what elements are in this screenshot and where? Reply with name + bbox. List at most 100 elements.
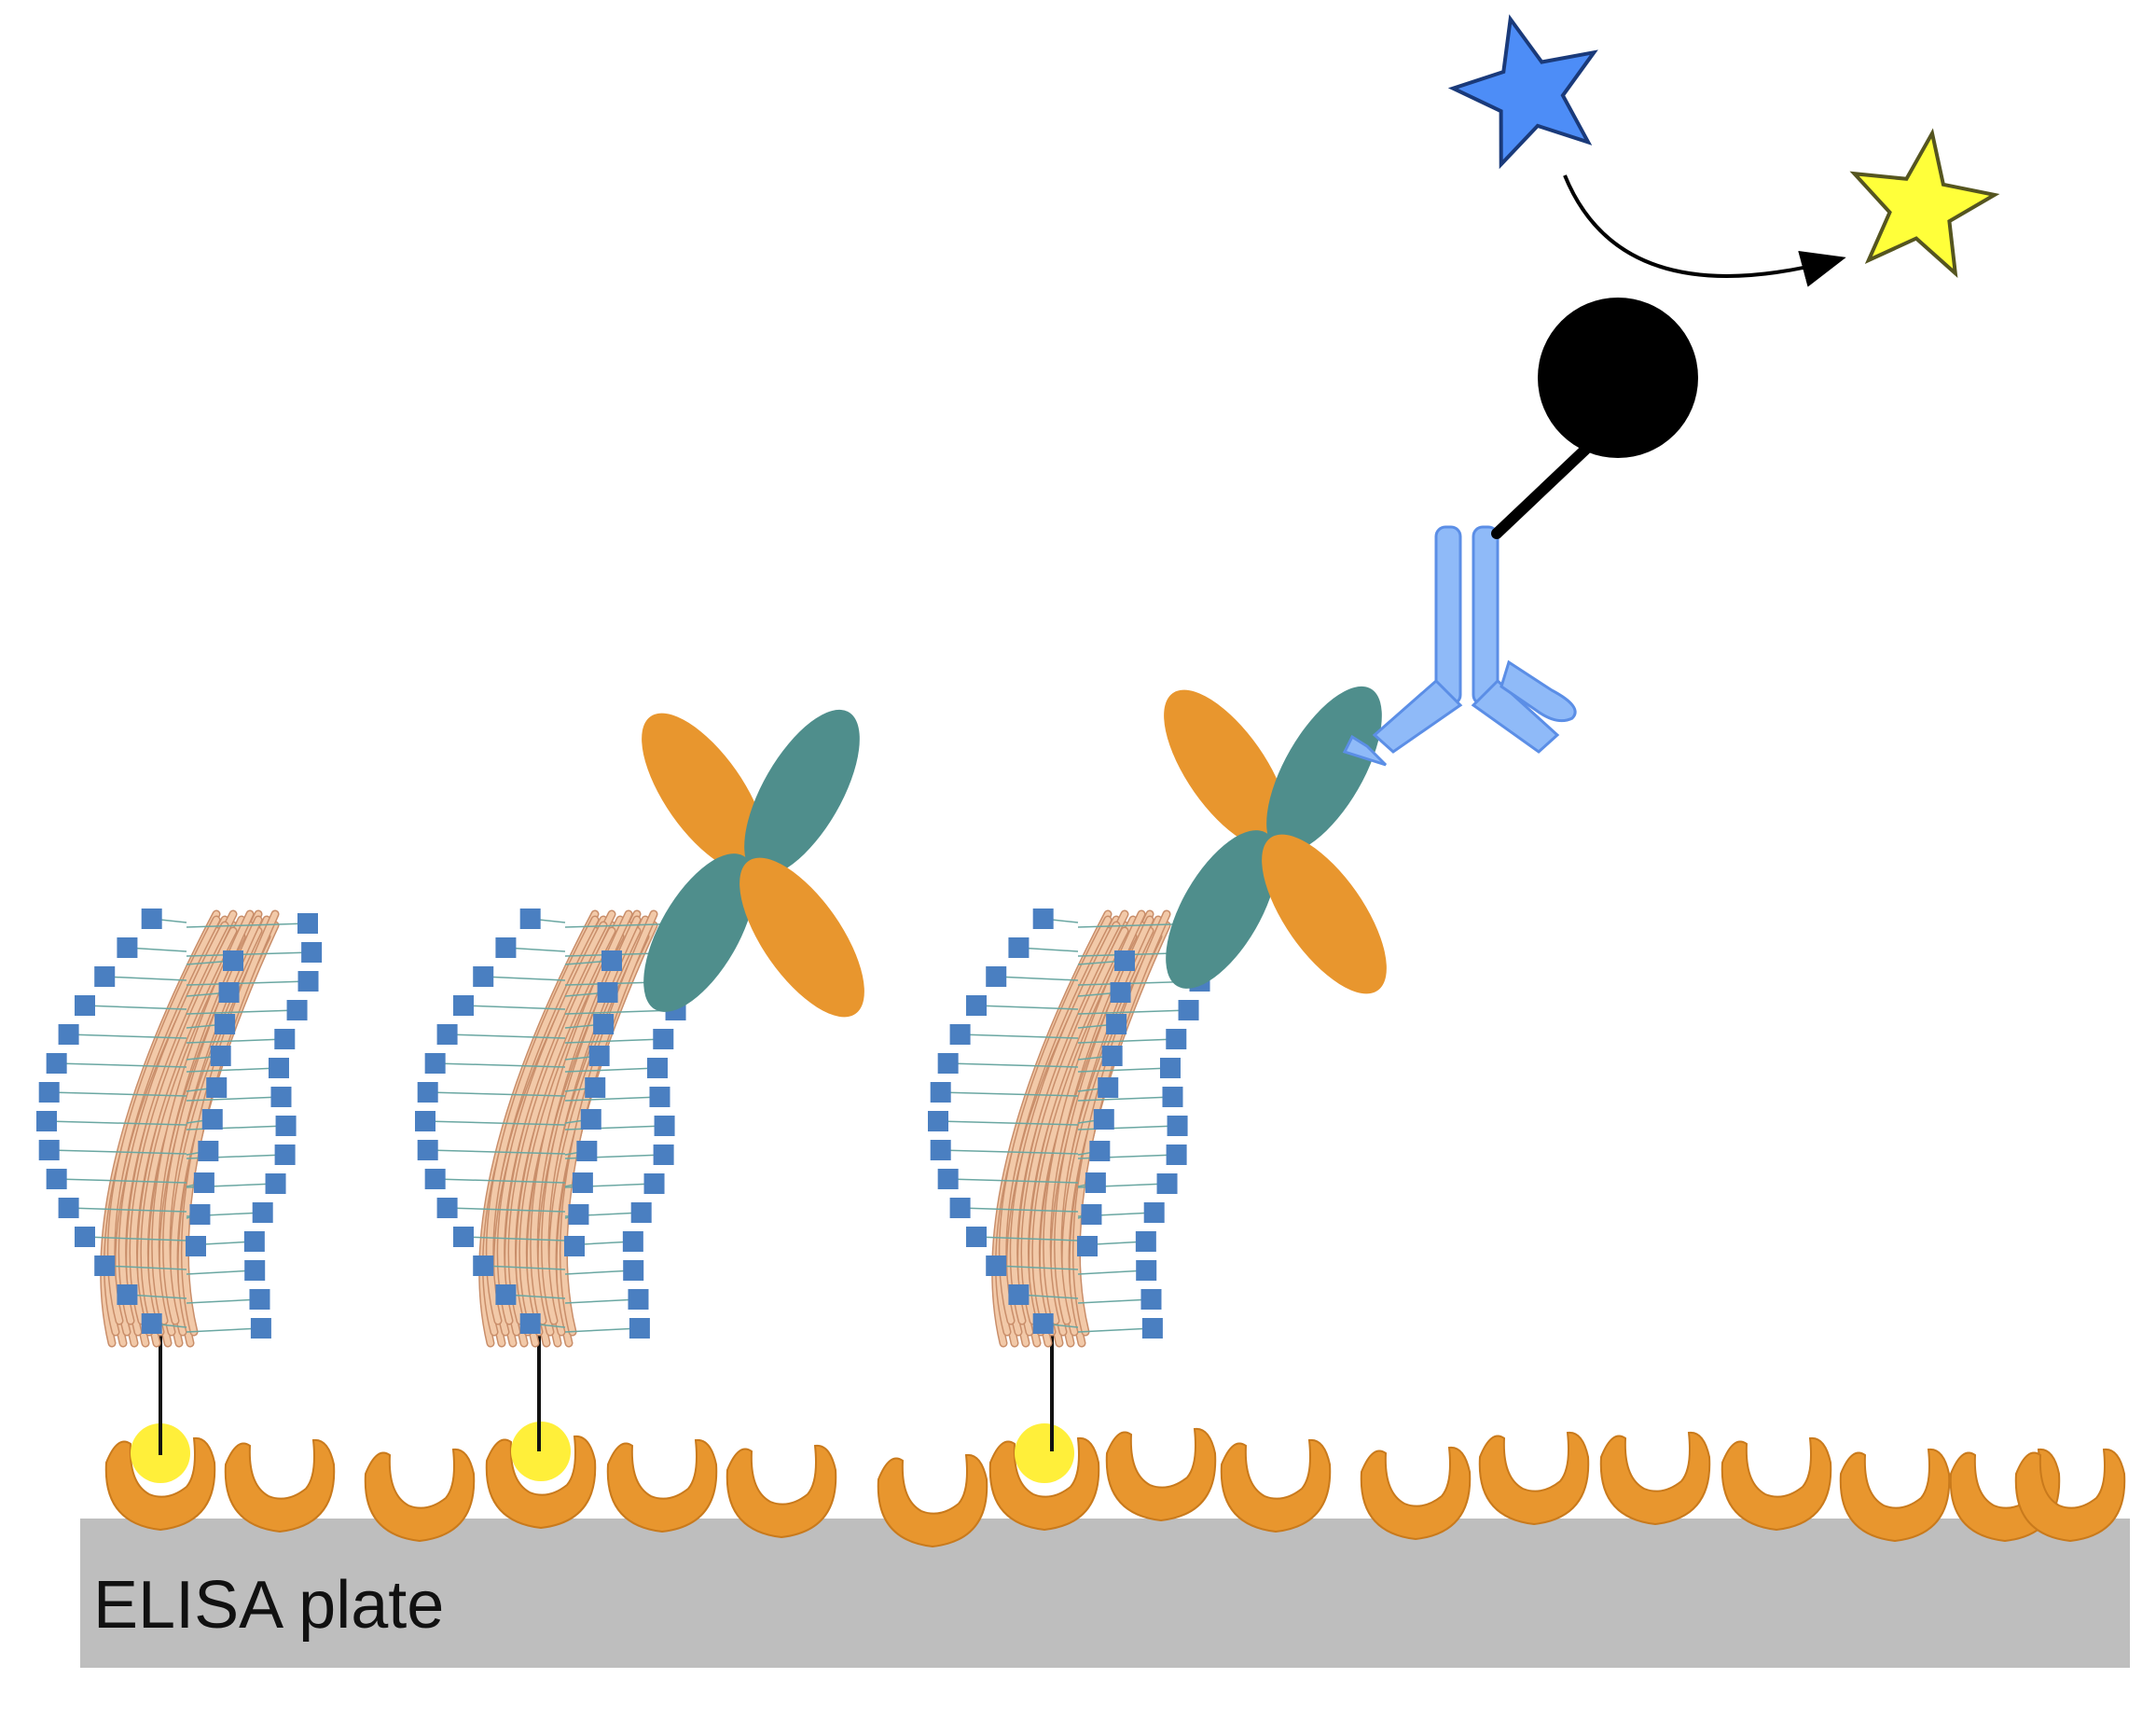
sugar-link — [564, 1038, 664, 1044]
sugar-link — [564, 1096, 660, 1102]
sugar-link — [940, 1091, 1079, 1097]
sugar-square-icon — [38, 1140, 60, 1160]
sugar-link — [427, 1091, 566, 1097]
sugar-square-icon — [417, 1082, 438, 1103]
sugar-square-icon — [601, 950, 622, 971]
sugar-square-icon — [473, 966, 494, 987]
sugar-square-icon — [519, 909, 541, 929]
sugar-link — [960, 1033, 1079, 1039]
sugar-square-icon — [928, 1111, 948, 1131]
cup-receptor-icon — [1839, 1448, 1951, 1543]
sugar-link — [996, 1265, 1079, 1270]
cup-receptor-icon — [1721, 1436, 1832, 1532]
sugar-link — [48, 1091, 187, 1097]
sugar-link — [104, 976, 187, 981]
sugar-link — [447, 1033, 566, 1039]
sugar-square-icon — [628, 1289, 649, 1310]
sugar-square-icon — [436, 1198, 458, 1218]
sugar-square-icon — [424, 1169, 446, 1189]
sugar-link — [186, 1298, 260, 1304]
sugar-square-icon — [417, 1140, 438, 1160]
sugar-link — [427, 1149, 566, 1155]
black-circle-enzyme-icon — [1538, 298, 1698, 458]
sugar-square-icon — [1008, 937, 1030, 958]
cup-receptor-icon — [726, 1444, 837, 1539]
sugar-square-icon — [214, 1014, 236, 1034]
sugar-square-icon — [1143, 1202, 1165, 1223]
sugar-link — [1077, 1298, 1152, 1304]
sugar-link — [48, 1149, 187, 1155]
sugar-square-icon — [415, 1111, 435, 1131]
sugar-square-icon — [1106, 1014, 1127, 1034]
cup-receptor-icon — [877, 1453, 988, 1548]
sugar-square-icon — [1085, 1172, 1106, 1193]
sugar-link — [937, 1120, 1079, 1126]
sugar-square-icon — [576, 1141, 598, 1161]
sugar-link — [564, 1009, 676, 1015]
sugar-link — [975, 1236, 1079, 1242]
receptor-row — [104, 1422, 2126, 1548]
sugar-square-icon — [453, 995, 475, 1016]
sugar-link — [186, 1067, 280, 1073]
conversion-arrow — [1563, 174, 1846, 287]
sugar-square-icon — [937, 1169, 959, 1189]
sugar-link — [1077, 1067, 1171, 1073]
yellow-star-icon — [1849, 128, 2000, 278]
sugar-square-icon — [930, 1140, 951, 1160]
sugar-square-icon — [654, 1116, 675, 1136]
sugar-link — [186, 951, 312, 957]
elisa-plate — [80, 1519, 2130, 1668]
sugar-square-icon — [58, 1024, 79, 1045]
sugar-square-icon — [46, 1053, 67, 1074]
enzyme-linker — [1491, 444, 1591, 539]
sugar-link — [940, 1149, 1079, 1155]
glycosylated-fiber-bundle-icon — [928, 909, 1214, 1348]
sugar-square-icon — [36, 1111, 57, 1131]
sugar-link — [424, 1120, 566, 1126]
glycosylated-fiber-bundle-icon — [415, 909, 701, 1348]
sugar-square-icon — [1008, 1284, 1030, 1305]
sugar-link — [68, 1207, 187, 1213]
sugar-link — [1077, 1269, 1147, 1275]
sugar-link — [56, 1178, 187, 1184]
sugar-square-icon — [186, 1236, 206, 1256]
sugar-link — [564, 1298, 639, 1304]
sugar-link — [435, 1178, 566, 1184]
sugar-link — [564, 1269, 634, 1275]
sugar-square-icon — [580, 1109, 601, 1130]
blue-star-icon — [1447, 14, 1598, 170]
sugar-link — [483, 976, 566, 981]
cup-receptor-icon — [2014, 1448, 2126, 1543]
cup-receptor-icon — [1478, 1431, 1590, 1526]
sugar-square-icon — [585, 1077, 606, 1098]
sugar-link — [947, 1178, 1079, 1184]
sugar-square-icon — [46, 1169, 67, 1189]
sugar-square-icon — [141, 909, 162, 929]
cup-receptor-icon — [1360, 1446, 1472, 1541]
sugar-square-icon — [94, 966, 116, 987]
sugar-link — [186, 1096, 282, 1102]
sugar-square-icon — [966, 1227, 988, 1247]
sugar-square-icon — [268, 1058, 289, 1078]
lectins — [642, 686, 1387, 1018]
sugar-square-icon — [1114, 950, 1135, 971]
sugar-square-icon — [223, 950, 243, 971]
sugar-square-icon — [58, 1198, 79, 1218]
sugar-square-icon — [201, 1109, 223, 1130]
cup-receptor-icon — [224, 1438, 336, 1533]
sugar-link — [1077, 1009, 1189, 1015]
sugar-square-icon — [473, 1255, 494, 1276]
sugar-square-icon — [1166, 1144, 1187, 1165]
sugar-link — [1077, 1038, 1177, 1044]
sugar-square-icon — [265, 1173, 286, 1194]
fiber-bundles — [36, 909, 1214, 1455]
sugar-link — [104, 1265, 187, 1270]
four-lobed-lectin-icon — [642, 709, 864, 1018]
sugar-square-icon — [249, 1289, 270, 1310]
sugar-square-icon — [519, 1313, 541, 1334]
sugar-square-icon — [275, 1116, 297, 1136]
sugar-square-icon — [629, 1318, 650, 1339]
sugar-square-icon — [568, 1204, 589, 1225]
sugar-square-icon — [243, 1231, 265, 1252]
sugar-square-icon — [1159, 1058, 1181, 1078]
